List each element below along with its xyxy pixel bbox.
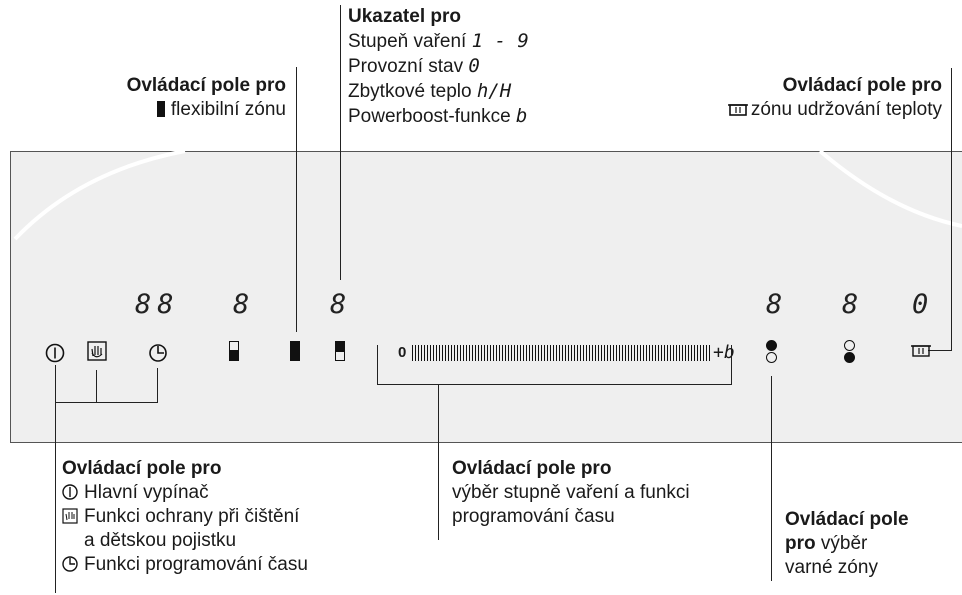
clock-icon[interactable]: [147, 342, 169, 364]
slider-start-label: 0: [398, 344, 407, 361]
leader-warm-h: [928, 350, 952, 351]
warming-zone-legend-icon: [727, 104, 748, 116]
flex-zone-button-3[interactable]: [335, 341, 345, 361]
leader-main-b: [96, 370, 97, 403]
slider-bracket-l: [377, 345, 378, 385]
slider-bracket-bottom: [377, 384, 732, 385]
flex-zone-button-2[interactable]: [290, 341, 300, 361]
indicator-title: Ukazatel pro: [348, 6, 461, 27]
timer-display: 88: [135, 289, 180, 320]
zone-display-2: 8: [842, 289, 865, 320]
indicator-label: Ukazatel pro Stupeň vaření 1 - 9 Provozn…: [348, 5, 529, 129]
legend-lock-cont: a dětskou pojistku: [84, 530, 237, 551]
zone-select-label: Ovládací pole pro výběr varné zóny: [785, 509, 909, 578]
zone-display-1: 8: [766, 289, 789, 320]
slider-label: Ovládací pole pro výběr stupně vaření a …: [452, 458, 690, 527]
legend-lock: Funkci ochrany při čištění: [62, 506, 299, 527]
legend-clock: Funkci programování času: [62, 554, 308, 575]
warming-zone-label: Ovládací pole pro zónu udržování teploty: [670, 74, 942, 122]
flex-display-left: 8: [233, 289, 256, 320]
flex-zone-label: Ovládací pole pro flexibilní zónu: [126, 75, 286, 120]
leader-slider: [438, 385, 439, 540]
power-icon[interactable]: [44, 342, 66, 364]
slider-bracket-r: [731, 345, 732, 385]
indicator-line-4: Powerboost-funkce b: [348, 105, 528, 127]
flex-zone-button-1[interactable]: [229, 341, 239, 361]
leader-zone-select: [771, 376, 772, 581]
indicator-line-1: Stupeň vaření 1 - 9: [348, 30, 529, 52]
legend-power: Hlavní vypínač: [62, 482, 209, 503]
power-slider[interactable]: [412, 345, 712, 361]
leader-main-bracket: [55, 402, 158, 403]
main-controls-label: Ovládací pole pro Hlavní vypínač Funkci …: [62, 458, 308, 575]
leader-main-c: [157, 368, 158, 403]
zone-select-button-2[interactable]: [844, 339, 855, 364]
flex-display-right: 8: [330, 289, 353, 320]
warming-zone-icon[interactable]: [911, 342, 931, 358]
leader-warm-v: [951, 68, 952, 351]
power-icon: [62, 484, 78, 500]
hand-lock-icon: [62, 508, 78, 524]
indicator-line-3: Zbytkové teplo h/H: [348, 80, 512, 102]
hand-lock-icon[interactable]: [86, 340, 108, 364]
leader-flex: [296, 67, 297, 332]
indicator-line-2: Provozní stav 0: [348, 55, 480, 77]
zone-display-3: 0: [912, 289, 935, 320]
flex-zone-icon: [156, 101, 165, 117]
zone-select-button-1[interactable]: [766, 339, 777, 364]
leader-indicator: [340, 5, 341, 280]
cooktop-control-panel: [10, 151, 962, 443]
leader-main-a: [55, 365, 56, 593]
clock-icon: [62, 556, 78, 572]
cooking-zone-arcs: [13, 151, 962, 241]
slider-end-label: +b: [713, 342, 735, 363]
